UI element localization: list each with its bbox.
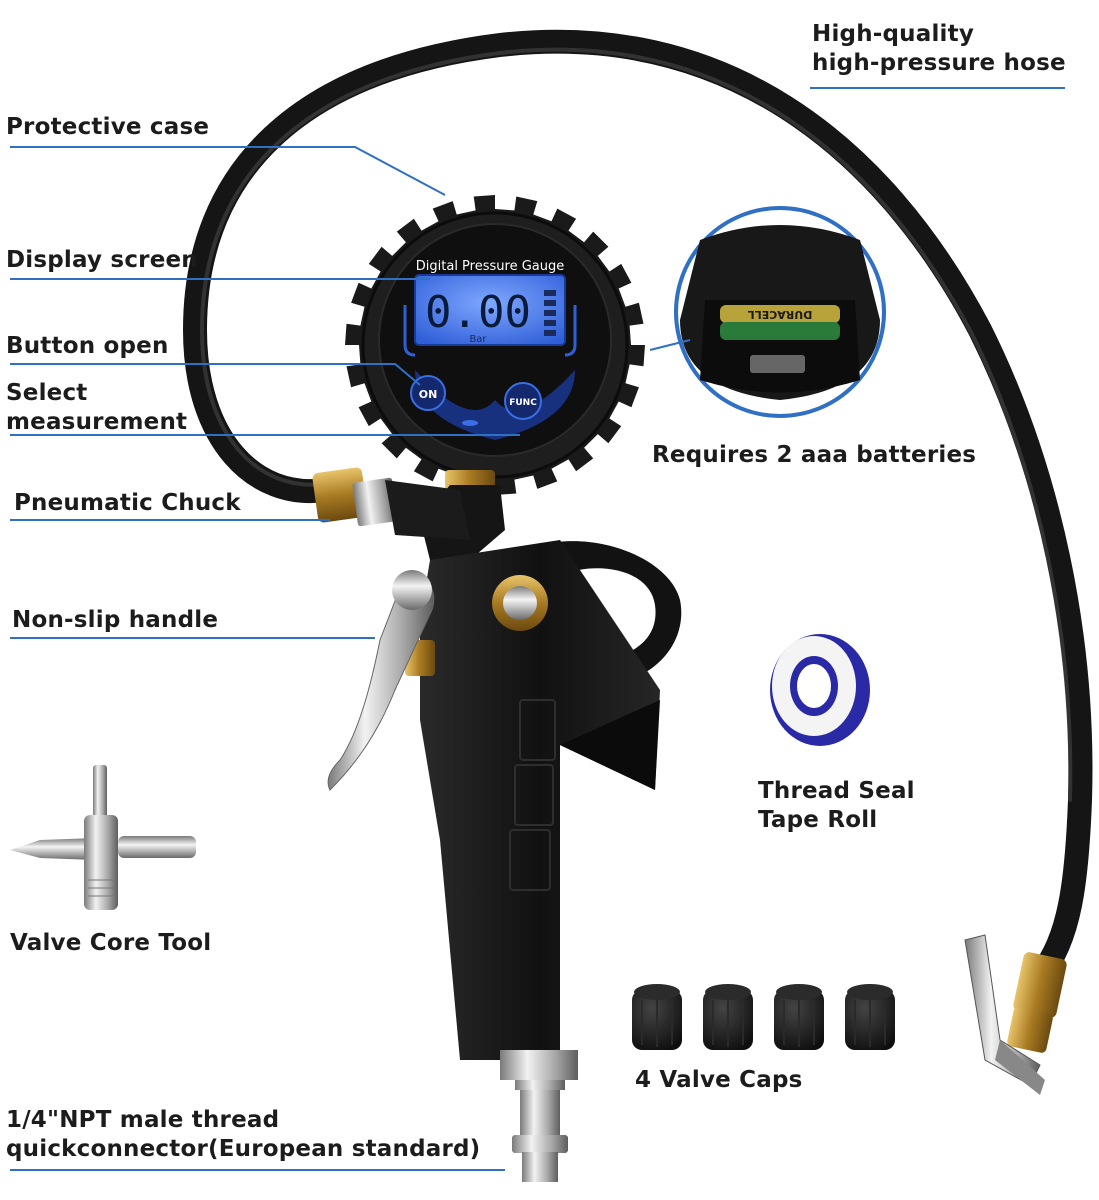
- gun-body: [312, 467, 682, 1182]
- gauge-reading: 0.00: [425, 287, 531, 338]
- gauge-title: Digital Pressure Gauge: [416, 259, 564, 274]
- leader-lines: [10, 87, 1065, 1171]
- label-pneumatic-chuck: Pneumatic Chuck: [14, 490, 241, 516]
- gauge-unit: Bar: [469, 334, 487, 345]
- label-non-slip-handle: Non-slip handle: [12, 607, 219, 633]
- chuck-end: [964, 934, 1067, 1095]
- valve-core-tool: [10, 765, 196, 910]
- label-button-open: Button open: [6, 333, 169, 359]
- label-valve-caps: 4 Valve Caps: [635, 1067, 803, 1093]
- battery-brand: DURACELL: [748, 308, 813, 321]
- battery-inset: DURACELL: [674, 206, 886, 418]
- label-connector: 1/4"NPT male thread quickconnector(Europ…: [6, 1107, 481, 1162]
- label-hose: High-quality high-pressure hose: [812, 21, 1066, 76]
- on-button[interactable]: ON: [419, 388, 438, 401]
- label-valve-core-tool: Valve Core Tool: [10, 930, 212, 956]
- valve-caps: [632, 984, 895, 1050]
- label-protective-case: Protective case: [6, 114, 210, 140]
- func-button[interactable]: FUNC: [509, 398, 537, 408]
- hose: [182, 29, 1093, 987]
- label-batteries: Requires 2 aaa batteries: [652, 442, 977, 468]
- label-display-screen: Display screen: [6, 247, 198, 273]
- tape-roll: [770, 634, 870, 746]
- label-thread-seal: Thread Seal Tape Roll: [758, 778, 915, 833]
- label-select-measurement: Select measurement: [6, 380, 188, 435]
- gauge: Digital Pressure Gauge 0.00 Bar ON FUNC: [345, 195, 645, 495]
